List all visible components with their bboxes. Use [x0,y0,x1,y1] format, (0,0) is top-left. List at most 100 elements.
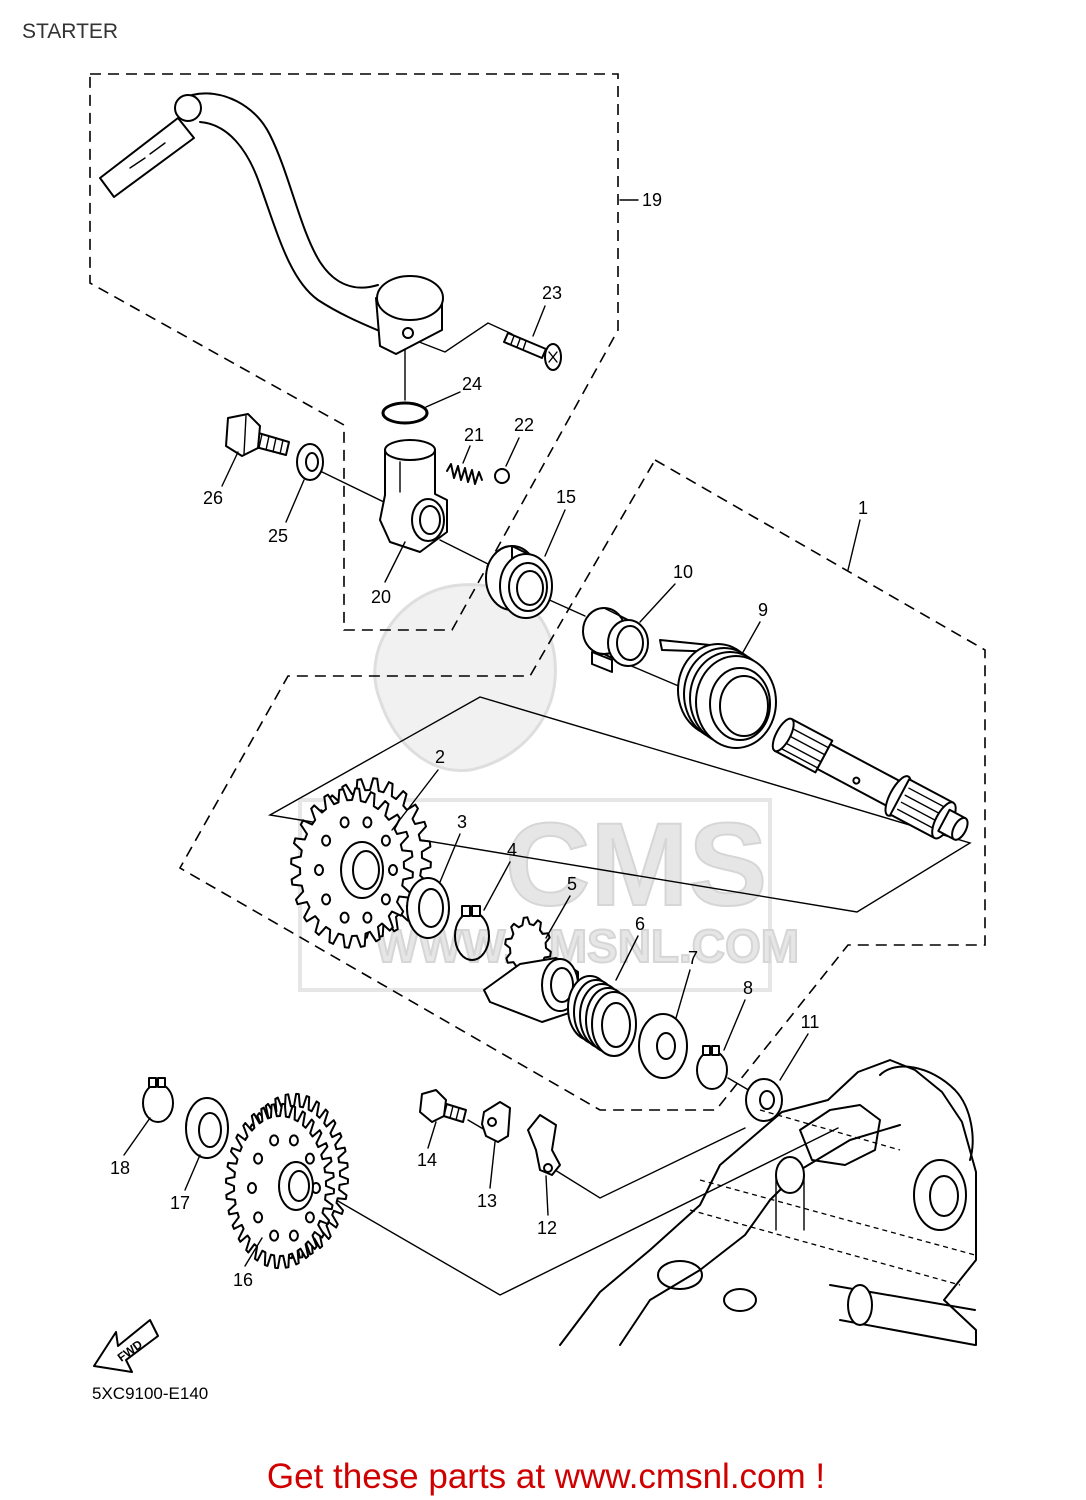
leader-22 [505,437,520,467]
callout-13[interactable]: 13 [477,1191,497,1211]
part-18-circlip[interactable] [142,1077,174,1123]
callout-25[interactable]: 25 [268,526,288,546]
callout-22[interactable]: 22 [514,415,534,435]
part-24-o-ring[interactable] [381,401,429,425]
washer-3-hole [418,888,444,928]
callout-18[interactable]: 18 [110,1158,130,1178]
axle-spline [779,739,822,763]
callout-7[interactable]: 7 [688,948,698,968]
callout-20[interactable]: 20 [371,587,391,607]
part-4-circlip[interactable] [454,905,490,961]
footer-parts-link[interactable]: Get these parts at www.cmsnl.com ! [267,1457,825,1496]
ball-22 [494,468,510,484]
leader-7 [675,969,691,1019]
kick-lever-arm-outer [191,92,379,289]
gear-hole [288,1229,299,1242]
callout-24[interactable]: 24 [462,374,482,394]
crankcase-cylinder [775,1156,805,1194]
gear-hole [362,911,373,924]
crankcase-shaft-collar [847,1284,873,1326]
seal-15-hole [516,570,544,606]
callout-3[interactable]: 3 [457,812,467,832]
part-2-kick-gear[interactable] [290,777,432,949]
circlip-18-ear [148,1077,157,1088]
leader-25 [285,479,305,523]
callout-2[interactable]: 2 [435,747,445,767]
callout-5[interactable]: 5 [567,874,577,894]
callout-15[interactable]: 15 [556,487,576,507]
callout-8[interactable]: 8 [743,978,753,998]
bolt-14-head [419,1089,447,1123]
callout-16[interactable]: 16 [233,1270,253,1290]
callout-1[interactable]: 1 [858,498,868,518]
leader-6 [615,935,639,981]
part-17-washer[interactable] [185,1097,229,1159]
spring-6-inner [601,1002,631,1048]
gear-16-bore [288,1170,310,1202]
bolt-26-thread [272,437,277,453]
gear-hole [362,816,373,829]
circlip-4-ear [461,905,471,917]
part-22-ball[interactable] [494,468,510,484]
crankcase-hidden-line [689,1209,961,1286]
spring-9-coil-inner [709,667,771,741]
fwd-arrow-icon [93,1319,159,1373]
pedal-groove [129,157,146,169]
crankcase-outline [559,1059,977,1346]
part-23-bolt[interactable] [503,332,562,371]
callout-9[interactable]: 9 [758,600,768,620]
callout-10[interactable]: 10 [673,562,693,582]
callout-12[interactable]: 12 [537,1218,557,1238]
callout-23[interactable]: 23 [542,283,562,303]
axis-23-lever [413,322,513,353]
watermark-mascot [373,583,557,773]
leader-5 [545,895,571,939]
gear-hole [339,816,350,829]
callout-19[interactable]: 19 [642,190,662,210]
pedal-groove [149,142,166,155]
leader-23 [532,305,546,337]
part-7-washer[interactable] [638,1013,688,1079]
gear-2-bore [352,850,380,890]
leader-21 [462,445,471,464]
watermark-brand: CMS [505,799,767,931]
axis-26-20 [317,469,387,504]
part-19-kick-lever[interactable] [99,92,444,355]
pedal-pivot [174,94,202,122]
part-3-washer[interactable] [406,877,450,939]
callout-17[interactable]: 17 [170,1193,190,1213]
part-25-washer[interactable] [296,443,324,481]
part-14-bolt[interactable] [419,1089,467,1123]
part-21-spring[interactable] [446,463,483,485]
bolt-26-head [225,413,261,457]
part-13-plate[interactable] [481,1101,511,1143]
callout-26[interactable]: 26 [203,488,223,508]
crankcase-rim [619,1124,901,1346]
callout-4[interactable]: 4 [507,840,517,860]
callout-14[interactable]: 14 [417,1150,437,1170]
callout-11[interactable]: 11 [801,1012,820,1032]
part-20-kick-boss[interactable] [379,439,448,553]
part-16-idle-gear[interactable] [225,1092,349,1270]
crankcase-boss [799,1104,881,1166]
part-10-collar[interactable] [582,607,649,673]
kick-lever-pedal [99,117,195,198]
part-26-bolt[interactable] [225,413,290,457]
leader-3 [439,833,461,883]
crankcase-top-cover [879,1065,974,1161]
bolt-23-thread [522,340,527,351]
washer-7-hole [656,1032,676,1060]
gear-hole [321,834,332,847]
part-11-washer[interactable] [745,1078,783,1122]
part-6-spring[interactable] [567,975,637,1057]
part-15-oil-seal[interactable] [485,545,553,619]
part-9-torsion-spring[interactable] [659,639,777,749]
page-title: STARTER [22,20,118,43]
part-8-circlip[interactable] [696,1045,728,1090]
washer-25-hole [305,452,319,472]
callout-21[interactable]: 21 [464,425,484,445]
part-12-guide[interactable] [527,1114,561,1176]
diagram-code: 5XC9100-E140 [92,1384,208,1403]
part-1-kick-axle[interactable] [767,712,976,851]
callout-6[interactable]: 6 [635,914,645,934]
